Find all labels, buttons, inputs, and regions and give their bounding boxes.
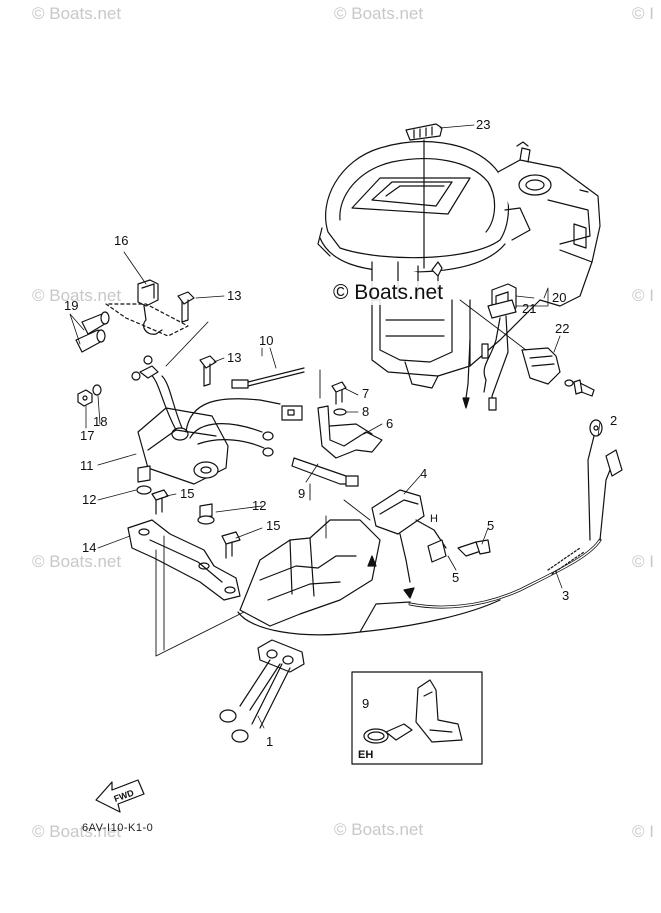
reference-lines	[155, 299, 527, 657]
label-18: 18	[93, 414, 107, 429]
label-15b: 15	[266, 518, 280, 533]
watermark-top-left: © Boats.net	[32, 4, 122, 23]
h-marker: H	[430, 513, 438, 525]
watermark-top-right: © Boats.net	[334, 4, 424, 23]
watermark-bottom-left: © Boats.net	[32, 822, 122, 841]
label-8: 8	[362, 404, 369, 419]
mount-bracket-14	[127, 519, 241, 601]
label-11: 11	[80, 458, 94, 473]
diagram-code: 6AV-I10-K1-0	[82, 822, 154, 834]
watermark-mid-edge: © I	[632, 286, 654, 305]
watermark-bottom-right: © Boats.net	[334, 820, 424, 839]
rectifier-4	[371, 489, 447, 599]
bolts-13	[177, 291, 217, 387]
label-16: 16	[114, 233, 128, 248]
watermark-bottom-edge: © I	[632, 822, 654, 841]
label-13b: 13	[227, 350, 241, 365]
label-3: 3	[562, 588, 569, 603]
label-12b: 12	[252, 498, 266, 513]
label-12a: 12	[82, 492, 96, 507]
grommet-cable-1	[219, 639, 305, 743]
main-watermark: © Boats.net	[333, 281, 444, 305]
bottom-cowling	[237, 519, 501, 636]
label-4: 4	[420, 466, 427, 481]
caps-19	[75, 311, 110, 353]
inset-label-eh: EH	[358, 749, 373, 761]
collar-12	[136, 465, 215, 525]
stop-switch-16	[105, 279, 189, 337]
relay-bracket-22	[521, 347, 595, 397]
battery-cable-3	[408, 419, 623, 609]
label-1: 1	[266, 734, 273, 749]
inset-label-9: 9	[362, 696, 369, 711]
label-23: 23	[476, 117, 490, 132]
cable-tie-10	[231, 367, 305, 389]
watermark-top-edge: © I	[632, 4, 654, 23]
label-5b: 5	[452, 570, 459, 585]
label-13a: 13	[227, 288, 241, 303]
label-15a: 15	[180, 486, 194, 501]
cable-band-9	[291, 457, 359, 487]
leader-lines	[69, 124, 601, 729]
label-21: 21	[522, 301, 536, 316]
label-9a: 9	[298, 486, 305, 501]
cdi-unit-11	[131, 355, 303, 485]
label-10: 10	[259, 333, 273, 348]
part-labels: 23 20 21 22 16 13 19 13 10 7 8 6 17 18 1…	[64, 117, 617, 804]
label-14: 14	[82, 540, 96, 555]
label-20: 20	[552, 290, 566, 305]
engine-block	[317, 123, 601, 389]
watermark-low-left: © Boats.net	[32, 552, 122, 571]
label-5a: 5	[487, 518, 494, 533]
label-22: 22	[555, 321, 569, 336]
inset-eh	[351, 671, 483, 765]
bolts-5	[427, 539, 491, 563]
bracket-6	[317, 381, 383, 459]
watermark-mid-left: © Boats.net	[32, 286, 122, 305]
label-6: 6	[386, 416, 393, 431]
fwd-arrow	[95, 779, 145, 813]
watermark-low-edge: © I	[632, 552, 654, 571]
label-2: 2	[610, 413, 617, 428]
label-7: 7	[362, 386, 369, 401]
bolts-15	[151, 489, 241, 559]
nut-17-washer-18	[77, 384, 102, 407]
label-19: 19	[64, 298, 78, 313]
switch-assembly	[462, 283, 517, 411]
label-17: 17	[80, 428, 94, 443]
